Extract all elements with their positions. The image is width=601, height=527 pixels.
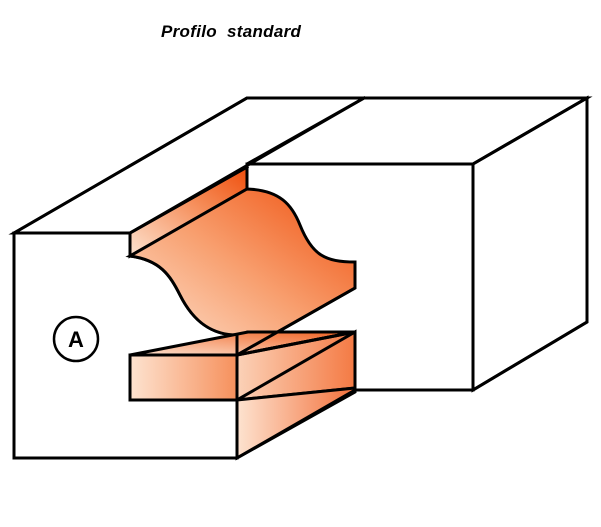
- outline-edges: [11, 95, 590, 461]
- lower-front-face: [128, 353, 239, 402]
- diagram-title: Profilo standard: [161, 22, 302, 41]
- label-circle: [52, 315, 100, 363]
- label-text: A: [68, 327, 84, 352]
- label-a: A: [52, 315, 100, 363]
